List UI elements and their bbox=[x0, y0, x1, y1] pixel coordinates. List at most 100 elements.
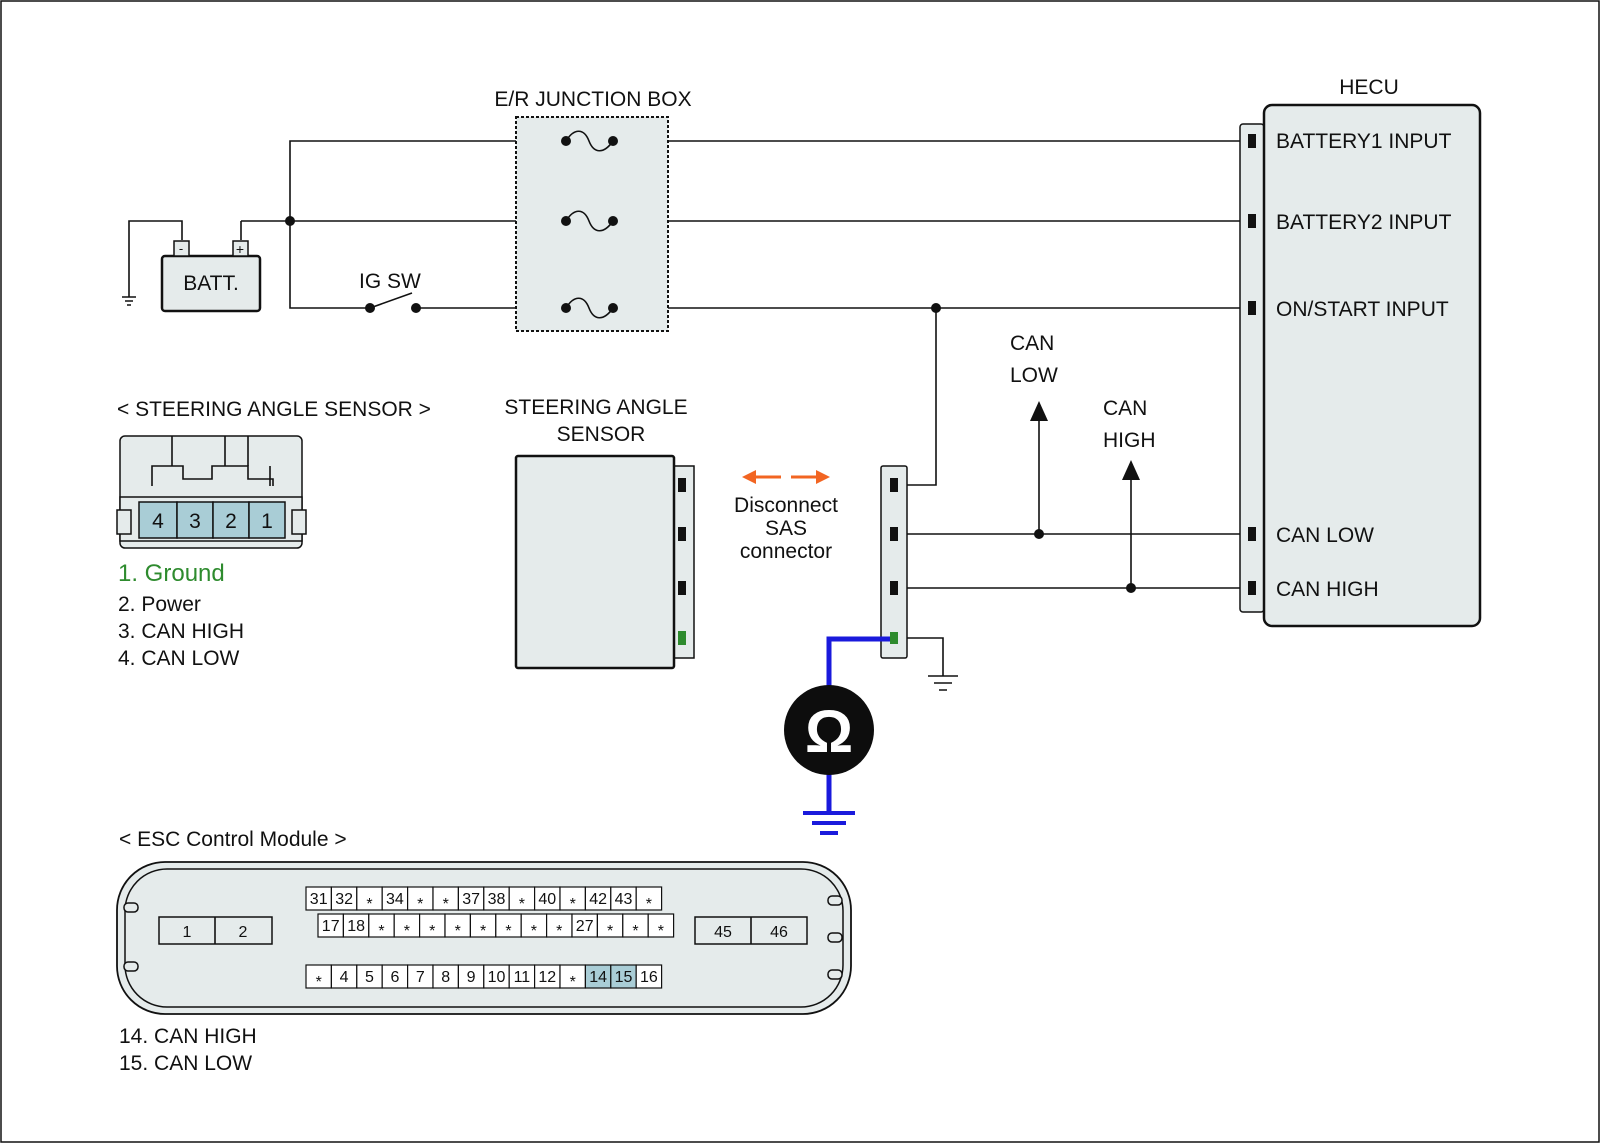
esc-pin-number: 8 bbox=[441, 969, 450, 986]
esc-module-title: < ESC Control Module > bbox=[119, 828, 347, 851]
esc-pin-unused: * bbox=[417, 896, 423, 913]
esc-pin-unused: * bbox=[570, 896, 576, 913]
junction-dots bbox=[285, 216, 1136, 593]
esc-pin: 1 bbox=[183, 924, 192, 941]
esc-pin-number: 34 bbox=[386, 891, 404, 908]
junction-box: E/R JUNCTION BOX bbox=[494, 88, 692, 332]
hecu-pin-can-low: CAN LOW bbox=[1276, 524, 1374, 547]
esc-pin-unused: * bbox=[378, 923, 384, 940]
battery: - + BATT. bbox=[160, 240, 262, 313]
fuse-icon bbox=[561, 297, 618, 319]
esc-pin-number: 27 bbox=[576, 918, 594, 935]
can-low-arrow-icon bbox=[1030, 401, 1048, 421]
disconnect-note-line1: Disconnect bbox=[734, 494, 838, 517]
esc-pin-number: 11 bbox=[514, 969, 531, 986]
esc-pin-number: 16 bbox=[640, 969, 658, 986]
esc-pin-unused: * bbox=[429, 923, 435, 940]
esc-pin-number: 12 bbox=[538, 969, 556, 986]
esc-pin-unused: * bbox=[531, 923, 537, 940]
sas-connector-title: < STEERING ANGLE SENSOR > bbox=[117, 398, 431, 421]
esc-pin-number: 9 bbox=[467, 969, 476, 986]
esc-pin-number: 6 bbox=[390, 969, 399, 986]
battery-pos-terminal: + bbox=[236, 241, 244, 257]
sas-pin-1 bbox=[248, 501, 286, 539]
esc-pin-unused: * bbox=[658, 923, 664, 940]
disconnect-note-line3: connector bbox=[740, 540, 832, 563]
fuse-icon bbox=[561, 130, 618, 152]
ohmmeter-icon bbox=[784, 685, 874, 775]
esc-pin: 46 bbox=[770, 924, 788, 941]
ohmmeter: Ω bbox=[784, 636, 890, 835]
esc-pin-number: 37 bbox=[462, 891, 480, 908]
esc-pin-row-2: 17 18 * * * * * * * * 27 * * * bbox=[317, 913, 675, 940]
esc-pin-number: 17 bbox=[322, 918, 340, 935]
esc-legend-can-high: 14. CAN HIGH bbox=[119, 1025, 257, 1048]
esc-pin-number: 43 bbox=[615, 891, 633, 908]
esc-pin: 2 bbox=[239, 924, 248, 941]
esc-pin-unused: * bbox=[556, 923, 562, 940]
sas-pin-label: 4 bbox=[152, 510, 164, 533]
esc-pin-number: 14 bbox=[589, 969, 607, 986]
sas-module-title-line2: SENSOR bbox=[557, 423, 646, 446]
hecu-pin-on-start: ON/START INPUT bbox=[1276, 298, 1449, 321]
junction-box-title: E/R JUNCTION BOX bbox=[494, 88, 691, 111]
sas-legend-ground: 1. Ground bbox=[118, 560, 225, 587]
sas-legend-can-low: 4. CAN LOW bbox=[118, 647, 240, 670]
ig-switch-label: IG SW bbox=[359, 270, 421, 293]
can-high-label-line1: CAN bbox=[1103, 397, 1147, 420]
esc-pin-number: 38 bbox=[488, 891, 506, 908]
esc-pin-unused: * bbox=[455, 923, 461, 940]
sas-legend-can-high: 3. CAN HIGH bbox=[118, 620, 244, 643]
esc-pin-unused: * bbox=[404, 923, 410, 940]
esc-pin-number: 42 bbox=[589, 891, 607, 908]
sas-connector-view: < STEERING ANGLE SENSOR > 4 3 2 1 1. Gro… bbox=[116, 398, 431, 670]
hecu-title: HECU bbox=[1339, 76, 1399, 99]
sas-module-title-line1: STEERING ANGLE bbox=[504, 396, 687, 419]
ohm-symbol: Ω bbox=[805, 698, 853, 765]
esc-pin: 45 bbox=[714, 924, 732, 941]
esc-pin-number: 10 bbox=[488, 969, 506, 986]
esc-legend-can-low: 15. CAN LOW bbox=[119, 1052, 252, 1075]
hecu: HECU BATTERY1 INPUT BATTERY2 INPUT ON/ST… bbox=[1239, 76, 1482, 628]
esc-pin-unused: * bbox=[505, 923, 511, 940]
esc-pin-number: 15 bbox=[615, 969, 633, 986]
esc-pin-number: 31 bbox=[310, 891, 328, 908]
esc-pin-unused: * bbox=[519, 896, 525, 913]
esc-pin-unused: * bbox=[632, 923, 638, 940]
esc-pin-unused: * bbox=[570, 974, 576, 991]
esc-pin-unused: * bbox=[646, 896, 652, 913]
esc-pin-unused: * bbox=[366, 896, 372, 913]
sas-module: STEERING ANGLE SENSOR bbox=[504, 396, 695, 670]
can-low-label-line1: CAN bbox=[1010, 332, 1054, 355]
esc-pin-unused: * bbox=[443, 896, 449, 913]
ground-icon bbox=[122, 296, 136, 306]
battery-label: BATT. bbox=[183, 272, 239, 295]
hecu-pin-battery2: BATTERY2 INPUT bbox=[1276, 211, 1452, 234]
ground-icon bbox=[928, 675, 958, 691]
can-high-label-line2: HIGH bbox=[1103, 429, 1156, 452]
hecu-pin-battery1: BATTERY1 INPUT bbox=[1276, 130, 1452, 153]
sas-pin-label: 3 bbox=[189, 510, 201, 533]
esc-pin-unused: * bbox=[607, 923, 613, 940]
esc-pin-number: 18 bbox=[347, 918, 365, 935]
can-high-arrow-icon bbox=[1122, 460, 1140, 480]
disconnect-arrows-icon bbox=[742, 470, 830, 484]
esc-pin-cell bbox=[635, 964, 663, 989]
fuse-icon bbox=[561, 210, 618, 232]
battery-neg-terminal: - bbox=[179, 241, 183, 256]
can-low-label-line2: LOW bbox=[1010, 364, 1058, 387]
esc-pin-cell bbox=[635, 886, 663, 911]
esc-pin-number: 32 bbox=[335, 891, 353, 908]
sas-pin-3 bbox=[176, 501, 214, 539]
esc-pin-unused: * bbox=[480, 923, 486, 940]
sas-harness-connector bbox=[880, 465, 908, 659]
esc-pin-cell bbox=[647, 913, 675, 938]
esc-pin-number: 40 bbox=[538, 891, 556, 908]
sas-pin-4 bbox=[138, 501, 178, 539]
esc-pin-number: 5 bbox=[365, 969, 374, 986]
power-wires bbox=[128, 140, 1252, 676]
